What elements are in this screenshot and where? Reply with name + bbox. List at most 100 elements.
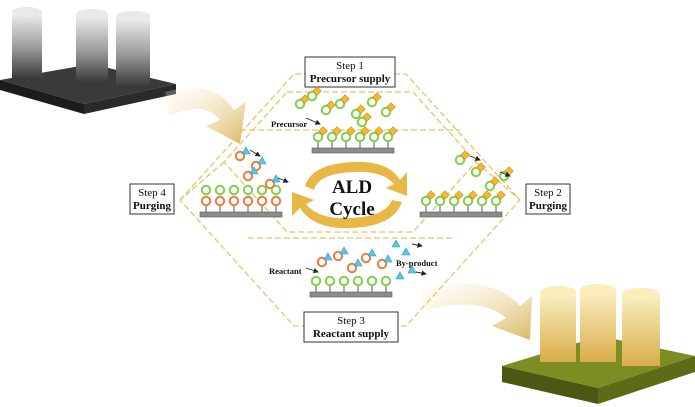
reacted-surface-site (228, 195, 240, 207)
precursor-molecule (326, 131, 338, 143)
process-flow-arrow-in (165, 87, 246, 144)
precursor-ligand (372, 92, 382, 102)
gold-pillar (622, 288, 660, 366)
reactant-label: Reactant (269, 266, 302, 276)
reactant-ligand (323, 252, 333, 261)
bonded-precursor (324, 275, 336, 287)
cycle-title-line1: ALD (332, 177, 372, 198)
precursor-molecule (320, 104, 332, 116)
precursor-ligand (332, 126, 342, 136)
by-product-molecule (257, 156, 267, 165)
reacted-surface-site (256, 195, 268, 207)
precursor-ligand (440, 190, 450, 200)
motion-arrow (411, 242, 423, 248)
reactant-ligand (339, 246, 349, 255)
precursor-molecule (306, 90, 318, 102)
gold-pillar (580, 284, 616, 362)
by-product-label: By-product (396, 258, 438, 268)
step4-number: Step 4 (138, 187, 166, 199)
step4-substrate (199, 211, 283, 218)
step4-name: Purging (133, 200, 171, 212)
precursor-ligand (356, 104, 366, 114)
step1-substrate (311, 147, 395, 154)
precursor-molecule (334, 98, 346, 110)
bonded-precursor (434, 195, 446, 207)
surface-layer-site (242, 184, 254, 196)
precursor-molecule (382, 131, 394, 143)
cycle-arrow-top (305, 161, 407, 196)
precursor-ligand (476, 162, 486, 172)
reactant-ligand (367, 248, 377, 257)
bonded-precursor (366, 275, 378, 287)
surface-layer-site (270, 184, 282, 196)
reactant-ligand (383, 254, 393, 263)
surface-layer-site (214, 184, 226, 196)
gray-pillar (12, 7, 42, 78)
precursor-molecule (366, 96, 378, 108)
motion-arrow (305, 267, 319, 274)
step1-label: Step 1 Precursor supply (304, 56, 396, 88)
reacted-surface-site (242, 195, 254, 207)
gray-pillar (76, 9, 108, 82)
precursor-molecule (312, 131, 324, 143)
by-product-molecule (241, 146, 251, 155)
motion-arrow (415, 270, 427, 276)
bonded-precursor (476, 195, 488, 207)
precursor-molecule (350, 108, 362, 120)
precursor-label: Precursor (271, 119, 307, 129)
surface-layer-site (256, 184, 268, 196)
precursor-molecule (380, 106, 392, 118)
precursor-molecule (354, 131, 366, 143)
precursor-ligand (326, 100, 336, 110)
step3-substrate (309, 291, 393, 298)
precursor-ligand (426, 190, 436, 200)
precursor-ligand (318, 126, 328, 136)
purged-precursor (470, 166, 482, 178)
precursor-ligand (374, 126, 384, 136)
ald-cycle-center: ALD Cycle (292, 161, 407, 229)
reacted-surface-site (214, 195, 226, 207)
bonded-precursor (462, 195, 474, 207)
bonded-precursor (352, 275, 364, 287)
process-flow-arrow-out (420, 283, 532, 340)
molecule-layer (200, 86, 514, 292)
bonded-precursor (490, 195, 502, 207)
precursor-ligand (388, 126, 398, 136)
precursor-molecule (368, 131, 380, 143)
precursor-ligand (346, 126, 356, 136)
bonded-precursor (380, 275, 392, 287)
motion-arrow (499, 171, 511, 177)
step1-name: Precursor supply (310, 73, 391, 85)
coated-substrate (502, 284, 695, 404)
purged-precursor (484, 180, 496, 192)
step4-label: Step 4 Purging (129, 183, 175, 215)
precursor-ligand (312, 86, 322, 96)
precursor-ligand (482, 190, 492, 200)
cycle-frame (179, 73, 521, 327)
by-product-molecule (391, 239, 401, 248)
motion-arrow (277, 177, 289, 183)
motion-arrow (305, 117, 321, 125)
cycle-arrow-bottom (292, 192, 402, 229)
precursor-ligand (490, 176, 500, 186)
purged-precursor (454, 154, 466, 166)
by-product-molecule (271, 174, 281, 183)
precursor-ligand (468, 190, 478, 200)
motion-arrow (249, 149, 261, 157)
step2-number: Step 2 (534, 187, 562, 199)
step2-substrate (419, 211, 503, 218)
reactant-ligand (353, 258, 363, 267)
step2-label: Step 2 Purging (525, 183, 571, 215)
step3-label: Step 3 Reactant supply (303, 311, 399, 343)
step1-number: Step 1 (336, 60, 364, 72)
bonded-precursor (420, 195, 432, 207)
step2-name: Purging (529, 200, 567, 212)
gold-pillar (540, 286, 576, 362)
precursor-ligand (340, 94, 350, 104)
reacted-surface-site (270, 195, 282, 207)
motion-arrow (469, 155, 481, 161)
by-product-molecule (249, 166, 259, 175)
surface-layer-site (228, 184, 240, 196)
precursor-molecule (294, 98, 306, 110)
